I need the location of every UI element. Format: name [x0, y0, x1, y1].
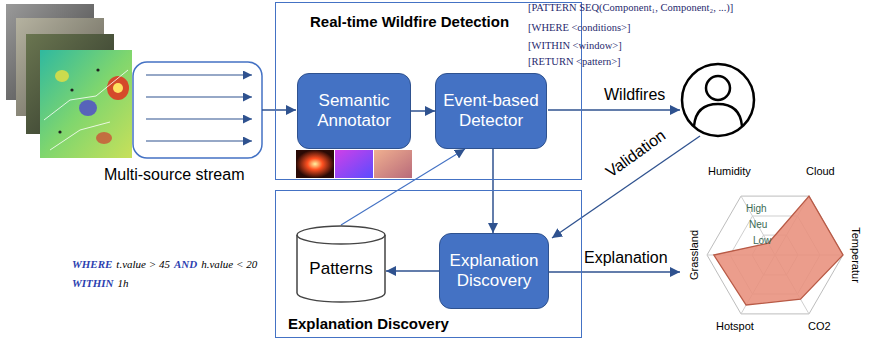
panel-title: Real-time Wildfire Detection — [310, 13, 509, 30]
code-text: 1h — [118, 277, 129, 290]
stream-arrow — [146, 140, 252, 141]
pattern-syntax: [RETURN <pattern>] — [528, 56, 621, 68]
pattern-syntax: [WHERE <conditions>] — [528, 22, 631, 34]
stream-box — [133, 62, 262, 158]
heat-map — [40, 50, 132, 158]
cylinder-body — [297, 226, 385, 302]
store-label: Patterns — [309, 259, 372, 279]
text-label: Temperatur — [850, 227, 863, 283]
user-icon — [682, 64, 754, 136]
annotated-thumbnails — [296, 150, 412, 178]
text-label: Cloud — [806, 165, 835, 178]
process-box: Explanation Discovery — [439, 233, 549, 309]
thumbnail — [374, 150, 412, 178]
text-label: Hotspot — [716, 320, 754, 333]
heat-blob — [79, 100, 97, 116]
map-dot — [58, 130, 61, 133]
input-arrow — [262, 109, 296, 111]
thumbnail — [335, 150, 373, 178]
code-keyword: AND — [174, 258, 197, 271]
radar-axis — [707, 196, 843, 314]
user-shoulders — [694, 104, 742, 126]
text-label: Validation — [603, 126, 670, 181]
explanation-panel: Explanation DiscoveryPatternsExplanation… — [275, 190, 582, 338]
heat-blob — [96, 132, 112, 144]
pattern-syntax: [WITHIN <window>] — [528, 40, 622, 52]
connector-arrow — [492, 149, 494, 233]
pattern-store: Patterns — [296, 225, 386, 303]
thumbnail — [296, 150, 334, 178]
explanation-arrow — [548, 271, 680, 273]
text-label: Grassland — [688, 230, 701, 280]
text-label: Multi-source stream — [104, 166, 244, 184]
code-text: h.value < 20 — [201, 258, 257, 271]
wildfire-arrow — [548, 109, 680, 111]
user-circle — [682, 64, 754, 136]
box-label: Event-based Detector — [440, 91, 542, 132]
radar-data — [714, 196, 843, 305]
radar-chart — [707, 196, 843, 314]
process-box: Event-based Detector — [435, 73, 547, 149]
pattern-syntax: [PATTERN SEQ(Component₁, Component₂, ...… — [528, 2, 733, 14]
box-label: Semantic Annotator — [302, 91, 406, 132]
text-label: Neu — [749, 219, 767, 231]
code-text: t.value > 45 — [116, 258, 170, 271]
text-label: High — [746, 203, 767, 215]
code-keyword: WHERE — [72, 258, 112, 271]
map-dot — [70, 88, 73, 91]
text-label: Low — [753, 235, 771, 247]
connector-arrow — [386, 270, 439, 272]
radar-ring — [707, 196, 843, 314]
stream-arrow — [146, 118, 252, 119]
heat-blob — [55, 70, 69, 82]
stream-arrow — [146, 74, 252, 75]
text-label: Explanation — [584, 249, 668, 267]
text-label: Wildfires — [604, 86, 665, 104]
connector-arrow — [341, 149, 465, 225]
user-head — [706, 76, 730, 100]
connector-arrow — [411, 110, 435, 112]
satellite-stack — [6, 4, 132, 158]
heat-blob — [113, 83, 123, 93]
text-label: Humidity — [708, 165, 751, 178]
text-label: CO2 — [808, 320, 831, 333]
heat-blob — [107, 76, 129, 100]
stream-arrow — [146, 96, 252, 97]
panel-title: Explanation Discovery — [288, 315, 449, 332]
map-line — [44, 70, 128, 120]
stream-outline — [133, 62, 262, 158]
map-dot — [96, 68, 99, 71]
code-keyword: WITHIN — [72, 277, 114, 290]
process-box: Semantic Annotator — [297, 73, 411, 149]
map-line — [50, 122, 110, 150]
cylinder-lid — [297, 235, 385, 244]
box-label: Explanation Discovery — [444, 251, 544, 292]
